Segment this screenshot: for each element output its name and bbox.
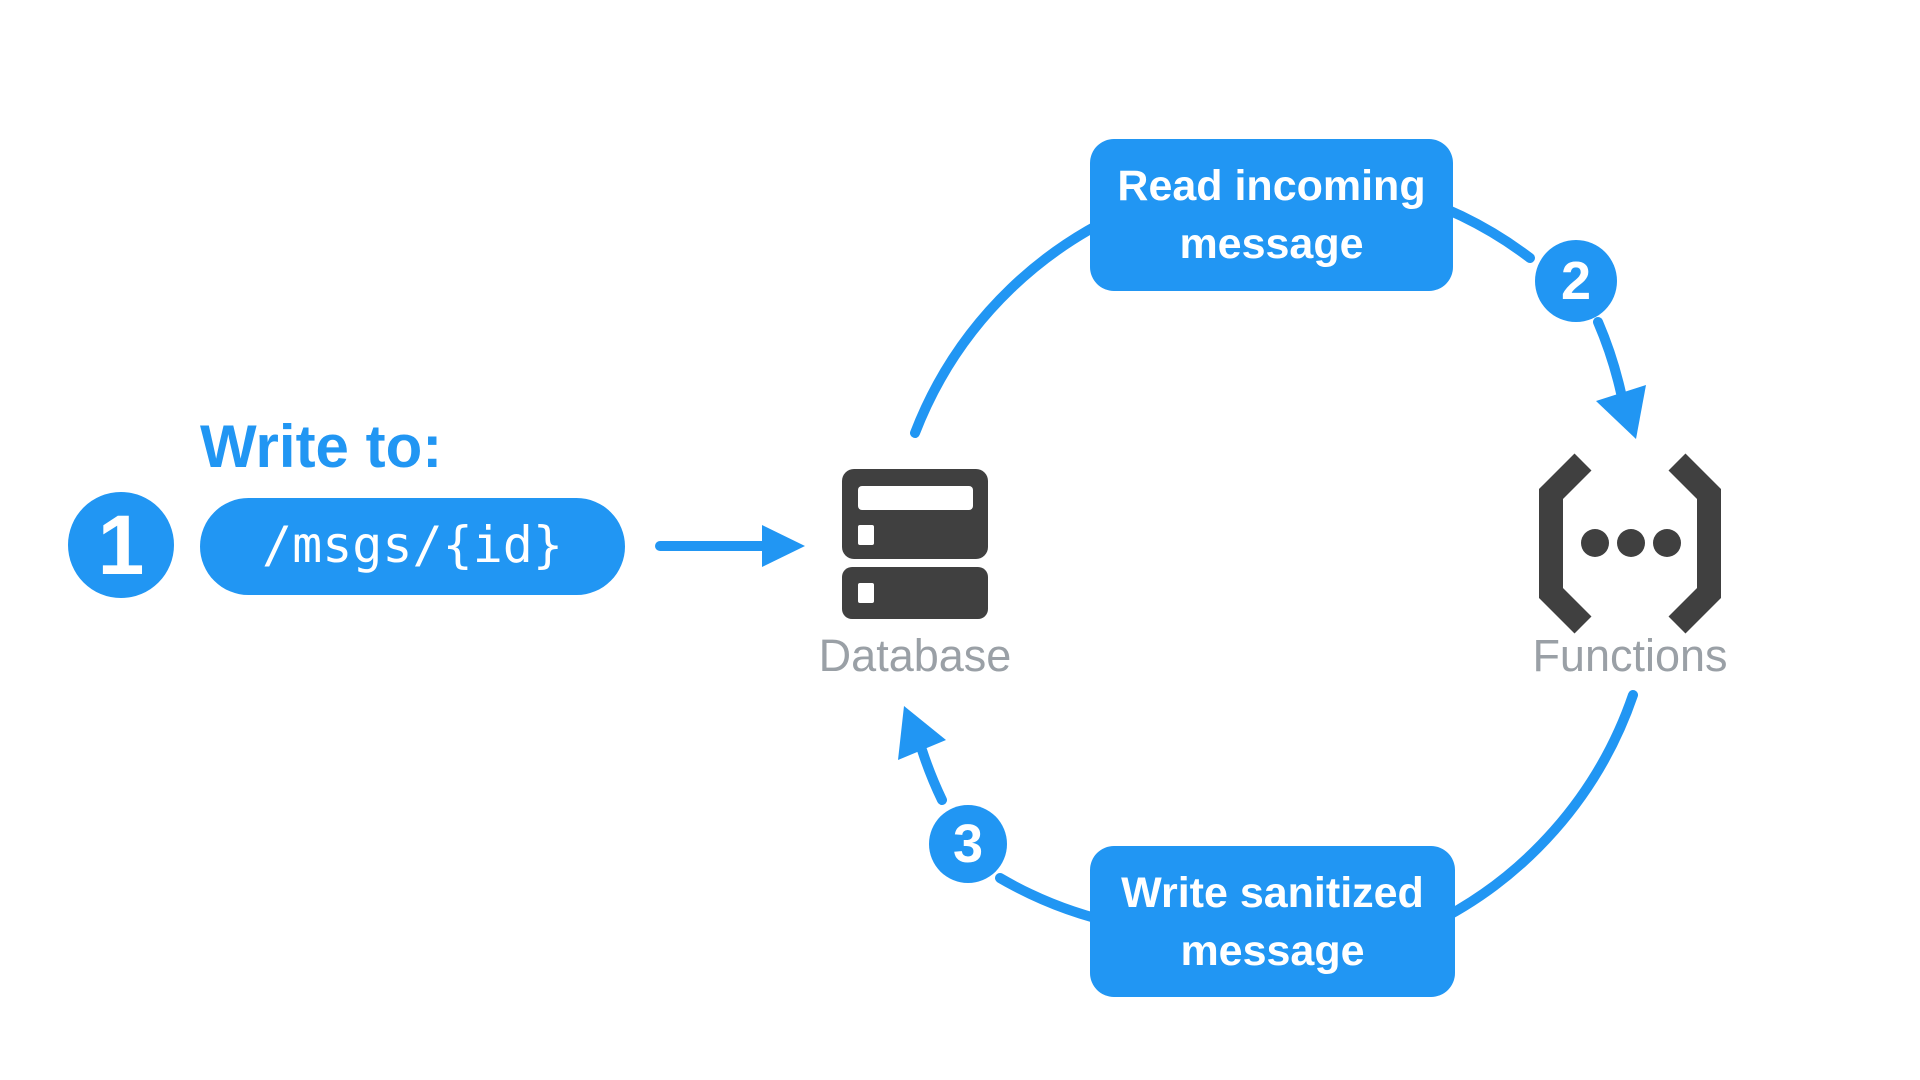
right-arrow-icon [655, 525, 805, 567]
write-sanitized-message-box: Write sanitized message [1090, 846, 1455, 997]
functions-node-label: Functions [1532, 630, 1728, 681]
read-incoming-message-box: Read incoming message [1090, 139, 1453, 291]
step-2-badge: 2 [1535, 240, 1617, 322]
database-server-icon [842, 469, 988, 619]
step-3-badge: 3 [929, 805, 1007, 883]
step-2-number: 2 [1560, 251, 1592, 311]
step-1-number: 1 [97, 498, 145, 592]
database-path-text: /msgs/{id} [261, 515, 564, 574]
arc-functions-to-write-box [1425, 690, 1638, 930]
curved-arrow-down-icon [1593, 317, 1646, 439]
curved-arrow-up-icon [898, 706, 947, 805]
database-node-label: Database [818, 630, 1012, 681]
write-to-heading: Write to: [200, 413, 443, 480]
database-path-pill: /msgs/{id} [200, 498, 625, 595]
cloud-functions-icon [1539, 453, 1721, 634]
step-1-badge: 1 [68, 492, 174, 598]
step-3-number: 3 [952, 814, 984, 874]
